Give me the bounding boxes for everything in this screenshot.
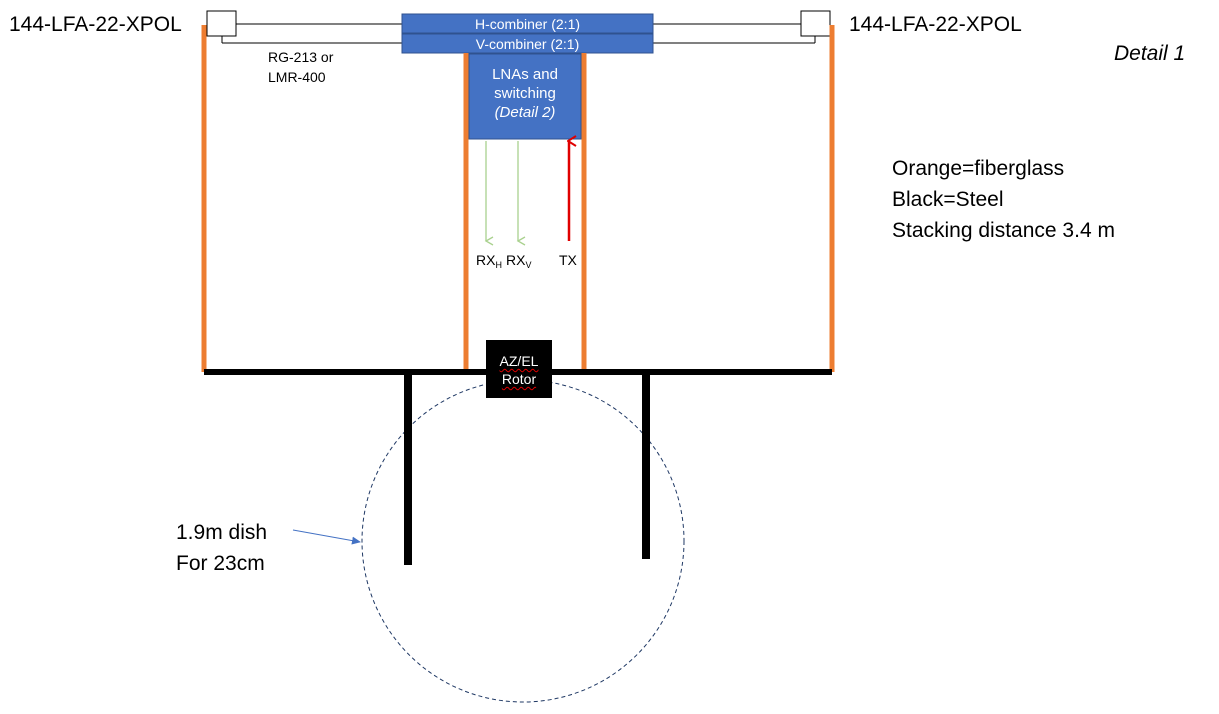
rx-h-sub: H (495, 260, 502, 270)
rotor-line2: Rotor (486, 370, 552, 388)
dish-label-line2: For 23cm (176, 552, 265, 575)
rotor-line1: AZ/EL (486, 352, 552, 370)
detail-label: Detail 1 (1114, 42, 1186, 65)
left-antenna-feed-box (206, 10, 237, 37)
tx-label: TX (559, 252, 577, 268)
lna-box-line2: switching (494, 85, 556, 102)
legend-stacking-distance: Stacking distance 3.4 m (892, 219, 1115, 242)
cable-type-line2: LMR-400 (268, 69, 326, 85)
az-el-rotor-box (486, 340, 552, 398)
right-antenna-label: 144-LFA-22-XPOL (849, 13, 1022, 36)
legend-fiberglass: Orange=fiberglass (892, 157, 1065, 180)
v-combiner-label: V-combiner (2:1) (475, 36, 580, 52)
dish-label: 1.9m dish For 23cm (176, 517, 267, 579)
h-combiner-box (401, 13, 654, 34)
rx-v-main: RX (506, 252, 526, 268)
rotor-label: AZ/EL Rotor (486, 352, 552, 388)
cable-type-label: RG-213 or LMR-400 (268, 47, 333, 87)
lna-box-line3: (Detail 2) (494, 104, 556, 121)
legend-steel: Black=Steel (892, 188, 1004, 211)
rx-v-label: RXV (506, 252, 531, 270)
rotor-line2-text: Rotor (501, 371, 537, 387)
legend: Orange=fiberglass Black=Steel Stacking d… (892, 153, 1115, 246)
h-combiner-label: H-combiner (2:1) (474, 16, 581, 32)
steel-structure (204, 369, 832, 565)
rotor-line1-text: AZ/EL (499, 353, 539, 369)
dish-label-line1: 1.9m dish (176, 521, 268, 544)
rx-v-sub: V (525, 260, 532, 270)
right-antenna-feed-box (800, 10, 831, 37)
fiberglass-masts (201, 25, 835, 372)
rx-h-label: RXH (476, 252, 502, 270)
coax-cables (221, 23, 816, 44)
rx-h-main: RX (476, 252, 496, 268)
cable-type-line1: RG-213 or (268, 49, 334, 65)
lna-box-line1: LNAs and (492, 66, 558, 83)
v-combiner-box (401, 33, 654, 54)
lna-switching-box (468, 53, 582, 140)
left-antenna-label: 144-LFA-22-XPOL (9, 13, 182, 36)
lna-box-label: LNAs and switching (Detail 2) (469, 65, 581, 122)
dish-pointer-arrow (292, 529, 361, 545)
